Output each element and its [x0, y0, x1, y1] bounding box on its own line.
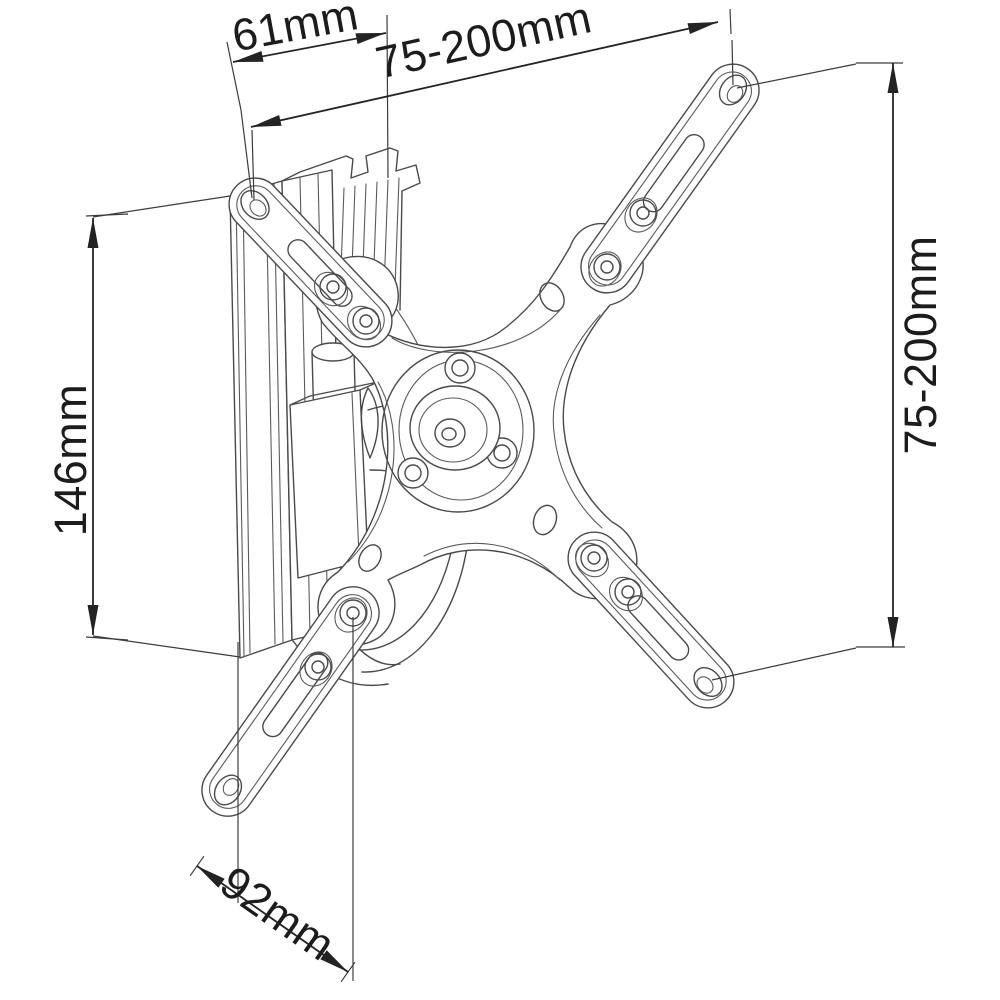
dimension-61mm: 61mm	[226, 0, 389, 199]
arm-bolt	[629, 199, 657, 227]
extension-arm-upper-left	[228, 177, 393, 348]
dimension-label-92mm: 92mm	[211, 856, 344, 971]
dimension-146mm: 146mm	[45, 195, 241, 658]
arm-pivot-bolt	[580, 544, 608, 572]
extension-arm-upper-right	[580, 63, 760, 294]
dimension-label-146mm: 146mm	[45, 384, 96, 537]
arm-end-hole	[240, 190, 270, 220]
hub-lug	[444, 352, 476, 384]
arm-pivot-bolt	[352, 307, 380, 335]
arm-bolt	[304, 653, 332, 681]
dimension-label-61mm: 61mm	[228, 0, 362, 61]
arm-slot	[627, 595, 690, 661]
vesa-hole	[539, 282, 565, 312]
hinge-leaf	[360, 387, 379, 459]
bracket-hook	[281, 147, 421, 311]
arm-slot	[287, 239, 353, 307]
vesa-hole	[358, 544, 382, 572]
hub-lug	[397, 457, 429, 489]
dimension-label-75-200mm-right: 75-200mm	[895, 235, 946, 454]
arm-bolt	[319, 273, 347, 301]
vesa-hole	[532, 504, 558, 536]
extension-arm-lower-right	[567, 531, 735, 709]
dimension-75-200mm-right: 75-200mm	[711, 62, 946, 681]
extension-arm-lower-left	[201, 586, 380, 817]
arm-end-hole	[693, 666, 723, 698]
arm-pivot-bolt	[593, 253, 621, 281]
arm-bolt	[614, 578, 642, 606]
center-ball-joint	[381, 349, 535, 513]
arm-end-hole	[718, 74, 748, 106]
